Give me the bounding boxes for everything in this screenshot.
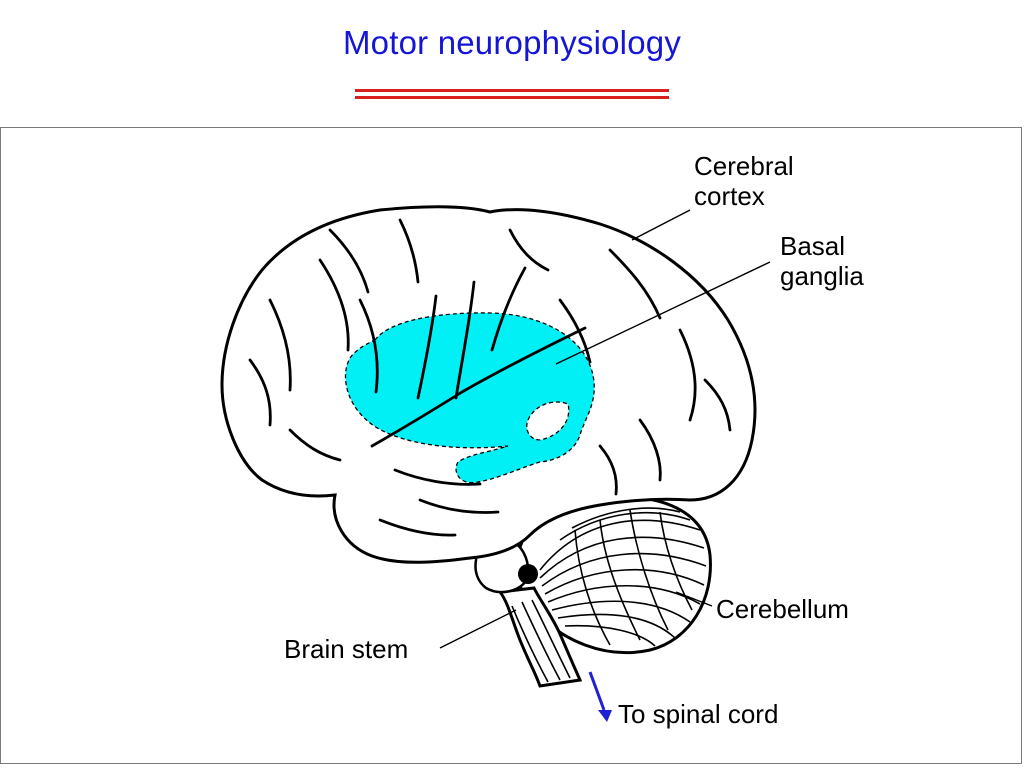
label-basal-ganglia-line1: Basal: [780, 231, 846, 261]
label-cerebellum: Cerebellum: [716, 594, 849, 624]
ventricle-cutout: [526, 401, 570, 441]
label-brain-stem: Brain stem: [284, 634, 409, 664]
midbrain-dot: [518, 564, 538, 584]
title-rule-top: [355, 89, 669, 92]
leader-lines: [439, 209, 771, 649]
page-title: Motor neurophysiology: [342, 24, 682, 61]
leader-basal-ganglia: [555, 261, 771, 365]
leader-cerebellum: [675, 591, 713, 607]
label-cerebral-cortex-line1: Cerebral: [694, 151, 794, 181]
cortex-sulci: [248, 218, 732, 537]
brain-stem-lines: [511, 599, 571, 683]
label-basal-ganglia: Basal ganglia: [780, 231, 864, 291]
label-spinal-cord: To spinal cord: [618, 699, 779, 729]
label-cerebral-cortex-line2: cortex: [694, 181, 765, 211]
spinal-cord-arrow: [588, 671, 612, 722]
figure-frame: [0, 127, 1022, 764]
brain-stem-shape: [497, 586, 583, 688]
cerebellum-folia: [539, 507, 707, 647]
leader-brain-stem: [439, 609, 517, 649]
label-cerebral-cortex: Cerebral cortex: [694, 151, 794, 211]
leader-cerebral-cortex: [631, 209, 691, 241]
label-basal-ganglia-line2: ganglia: [780, 261, 864, 291]
title-rule-bottom: [355, 96, 669, 99]
